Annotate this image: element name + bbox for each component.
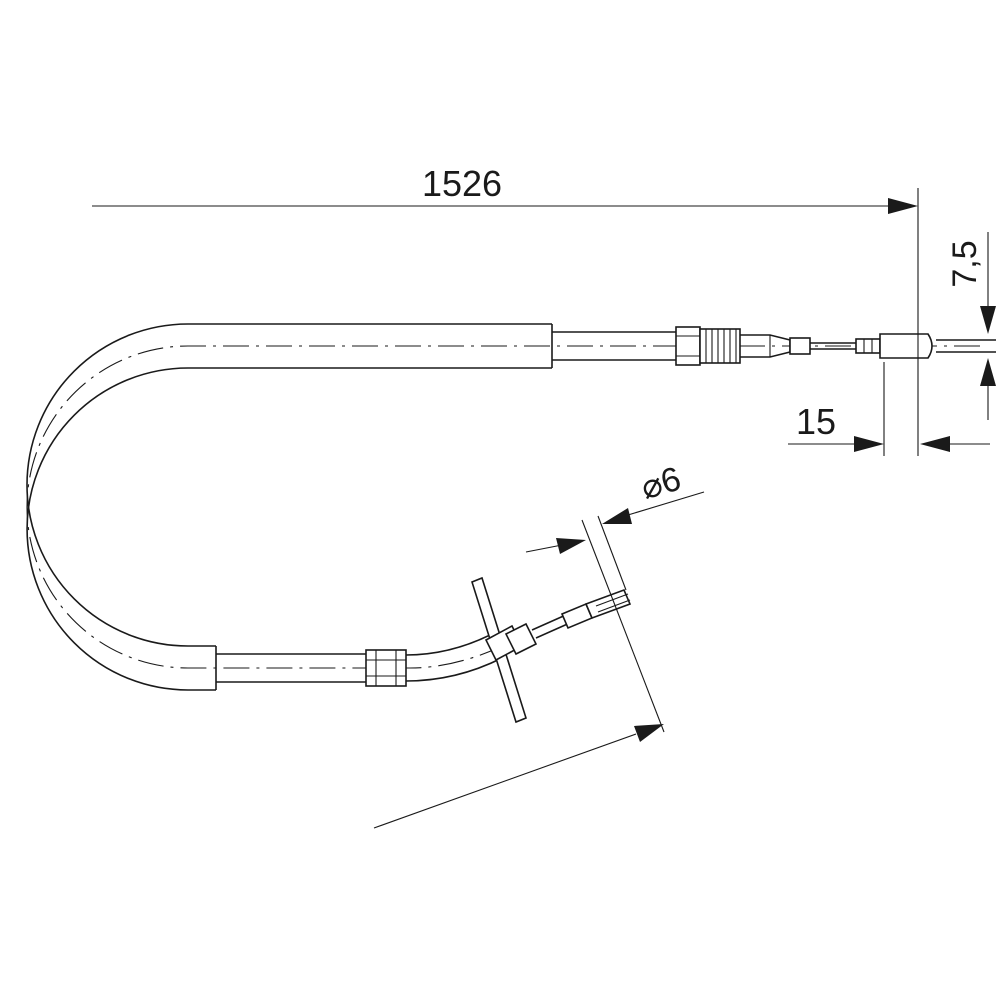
cable-centerline: [26, 345, 980, 669]
end-offset-label: 7,5: [946, 240, 984, 287]
dimension-end-length: 15: [788, 362, 990, 456]
bottom-end-fitting: [216, 576, 632, 724]
overall-length-label: 1526: [422, 163, 502, 204]
cable-sheath: [26, 323, 553, 691]
dimension-end-offset: 7,5: [946, 232, 996, 420]
top-end-fitting: [552, 326, 996, 366]
leader-arrow-bottom: [373, 724, 664, 829]
dimension-overall-length: 1526: [92, 163, 919, 456]
end-length-label: 15: [796, 401, 836, 442]
